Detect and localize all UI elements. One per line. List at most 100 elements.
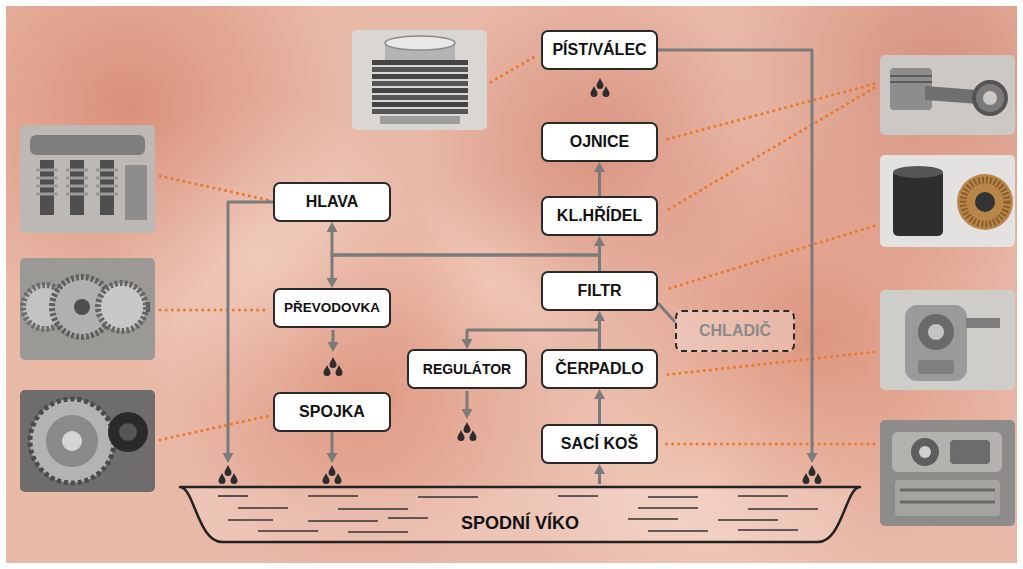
- flow-connector: [658, 303, 675, 322]
- clutch-photo-part: [108, 412, 148, 452]
- oil-drops-part: [458, 430, 465, 441]
- oil-level-dash: [558, 495, 598, 497]
- node-label: PÍST/VÁLEC: [552, 41, 646, 59]
- leader-lines-part: [664, 352, 874, 375]
- oil-level-dash: [388, 517, 428, 519]
- arrow-head: [594, 464, 605, 474]
- oil-drop: [803, 473, 810, 484]
- cylinder-photo-part: [372, 67, 468, 72]
- process-box: SPOJKA: [273, 392, 391, 432]
- cylinder-photo-part: [385, 36, 455, 50]
- oil-pump-photo-part: [880, 290, 1015, 390]
- oil-level-dash: [308, 495, 358, 497]
- oil-drop: [335, 473, 342, 484]
- gearbox-photo-part: [98, 283, 146, 331]
- piston-rod-photo-part: [925, 86, 979, 104]
- oil-drops-part: [464, 422, 471, 433]
- oil-level-dash: [228, 519, 273, 521]
- oil-level-dash: [348, 531, 408, 533]
- gearbox-photo-part: [74, 299, 90, 315]
- oil-drops-part: [470, 430, 477, 441]
- node-label: REGULÁTOR: [423, 361, 511, 377]
- oil-strainer-photo-part: [919, 446, 931, 458]
- node-label: PŘEVODOVKA: [284, 300, 380, 316]
- oil-pump-photo: [880, 290, 1015, 390]
- oil-filter-photo-part: [957, 174, 1013, 230]
- oil-strainer-photo-part: [895, 480, 1000, 516]
- clutch-photo-part: [119, 423, 137, 441]
- oil-level-dash: [738, 529, 798, 531]
- drip-arrows-part: [466, 391, 469, 410]
- oil-pan-shape: [180, 487, 860, 542]
- oil-filter-photo-part: [893, 170, 943, 236]
- arrow-head: [462, 339, 473, 349]
- node-label: SPOJKA: [299, 403, 365, 421]
- cylinder-head-photo-part: [125, 165, 147, 220]
- oil-pump-photo-part: [918, 360, 954, 374]
- node-label: CHLADIČ: [699, 322, 771, 340]
- oil-level-dash: [628, 518, 678, 520]
- cylinder-photo-part: [372, 88, 468, 93]
- leader-lines-part: [664, 443, 874, 446]
- leader-lines-part: [664, 88, 874, 212]
- arrow-head: [594, 236, 605, 246]
- arrow-head: [223, 453, 234, 463]
- oil-strainer-photo: [880, 420, 1015, 526]
- process-box: FILTR: [541, 271, 658, 311]
- connector-line: [598, 170, 601, 196]
- cylinder-photo-part: [372, 95, 468, 100]
- arrow-head: [327, 453, 338, 463]
- arrow-head: [594, 311, 605, 321]
- leader-lines-part: [160, 416, 268, 440]
- cylinder-head-photo-part: [36, 170, 118, 194]
- oil-level-dash: [258, 530, 318, 532]
- oil-strainer-photo-part: [900, 489, 995, 492]
- flow-connector: [594, 464, 605, 484]
- oil-filter-photo-part: [975, 192, 995, 212]
- oil-drop: [231, 473, 238, 484]
- cylinder-photo-part: [372, 102, 468, 107]
- cylinder-head-photo: [20, 125, 155, 233]
- oil-drops-part: [591, 86, 598, 97]
- leader-lines-part: [664, 84, 874, 140]
- oil-pump-photo-part: [966, 318, 1000, 328]
- oil-pump-photo-part: [928, 324, 944, 340]
- flow-connector: [594, 162, 605, 196]
- drip-arrows-part: [328, 342, 339, 352]
- oil-filter-photo-part: [893, 166, 943, 178]
- oil-filter-photo: [880, 155, 1015, 247]
- drip-arrows-part: [332, 330, 335, 343]
- clutch-photo-part: [62, 431, 82, 451]
- oil-drop: [219, 473, 226, 484]
- oil-level-dash: [238, 507, 288, 509]
- oil-drops-part: [597, 78, 604, 89]
- cylinder-head-photo-part: [20, 125, 155, 233]
- oil-strainer-photo-part: [900, 501, 995, 504]
- cylinder-photo-part: [372, 74, 468, 79]
- arrow-head: [327, 278, 338, 288]
- oil-strainer-photo-part: [911, 438, 939, 466]
- oil-drop: [323, 473, 330, 484]
- piston-rod-photo-part: [974, 82, 1006, 114]
- oil-drop: [815, 473, 822, 484]
- cylinder-photo-part: [372, 109, 468, 114]
- node-label: SPODNÍ VÍKO: [461, 513, 579, 534]
- texture-background: [6, 6, 1017, 563]
- piston-rod-photo-part: [890, 75, 932, 77]
- flow-connector: [658, 50, 822, 484]
- cylinder-photo-part: [380, 116, 460, 124]
- oil-strainer-photo-part: [950, 440, 990, 464]
- connector-line: [658, 303, 675, 322]
- process-box: PŘEVODOVKA: [273, 288, 391, 328]
- oil-level-dash: [718, 519, 778, 521]
- process-box: ČERPADLO: [541, 349, 658, 389]
- oil-level-dash: [338, 508, 408, 510]
- oil-pan: SPODNÍ VÍKO: [178, 484, 862, 546]
- oil-level-dash: [638, 507, 698, 509]
- leader-lines-part: [160, 176, 268, 200]
- leader-lines-part: [491, 56, 536, 82]
- flow-connector: [219, 202, 274, 484]
- connector-line: [658, 50, 812, 455]
